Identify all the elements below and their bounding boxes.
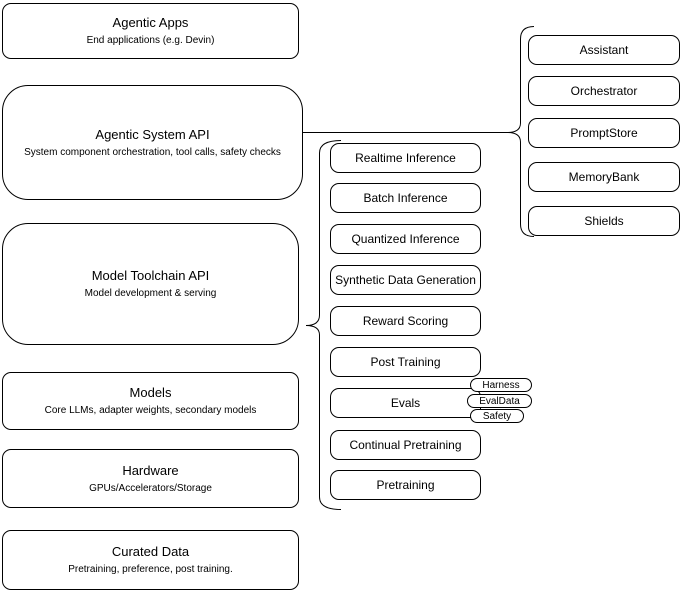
toolchain-item-synthetic-data-generation: Synthetic Data Generation (330, 265, 481, 295)
stack-box-model-toolchain-api: Model Toolchain API Model development & … (2, 223, 299, 345)
stack-box-agentic-system-api: Agentic System API System component orch… (2, 85, 303, 200)
eval-tag-evaldata: EvalData (467, 394, 532, 408)
component-box-memorybank: MemoryBank (528, 162, 680, 192)
toolchain-item-reward-scoring: Reward Scoring (330, 306, 481, 336)
box-subtitle: End applications (e.g. Devin) (86, 35, 215, 46)
toolchain-item-evals: Evals (330, 388, 481, 418)
component-box-promptstore: PromptStore (528, 118, 680, 148)
box-subtitle: GPUs/Accelerators/Storage (89, 482, 212, 494)
box-title: Models (129, 385, 172, 400)
box-subtitle: System component orchestration, tool cal… (24, 146, 281, 158)
stack-box-models: Models Core LLMs, adapter weights, secon… (2, 372, 299, 430)
toolchain-item-quantized-inference: Quantized Inference (330, 224, 481, 254)
toolchain-item-continual-pretraining: Continual Pretraining (330, 430, 481, 460)
box-title: Model Toolchain API (91, 268, 210, 283)
box-subtitle: Pretraining, preference, post training. (68, 564, 233, 575)
box-title: Agentic System API (95, 126, 210, 142)
toolchain-item-post-training: Post Training (330, 347, 481, 377)
component-box-orchestrator: Orchestrator (528, 76, 680, 106)
box-title: Hardware (122, 462, 179, 478)
box-subtitle: Model development & serving (84, 288, 217, 299)
toolchain-item-batch-inference: Batch Inference (330, 183, 481, 213)
box-subtitle: Core LLMs, adapter weights, secondary mo… (44, 405, 257, 416)
stack-box-hardware: Hardware GPUs/Accelerators/Storage (2, 449, 299, 508)
box-title: Agentic Apps (112, 15, 189, 30)
eval-tag-safety: Safety (470, 409, 524, 423)
stack-box-curated-data: Curated Data Pretraining, preference, po… (2, 530, 299, 590)
stack-box-agentic-apps: Agentic Apps End applications (e.g. Devi… (2, 3, 299, 59)
toolchain-item-pretraining: Pretraining (330, 470, 481, 500)
component-box-shields: Shields (528, 206, 680, 236)
toolchain-item-realtime-inference: Realtime Inference (330, 143, 481, 173)
component-box-assistant: Assistant (528, 35, 680, 65)
box-title: Curated Data (111, 544, 190, 559)
eval-tag-harness: Harness (470, 378, 532, 392)
